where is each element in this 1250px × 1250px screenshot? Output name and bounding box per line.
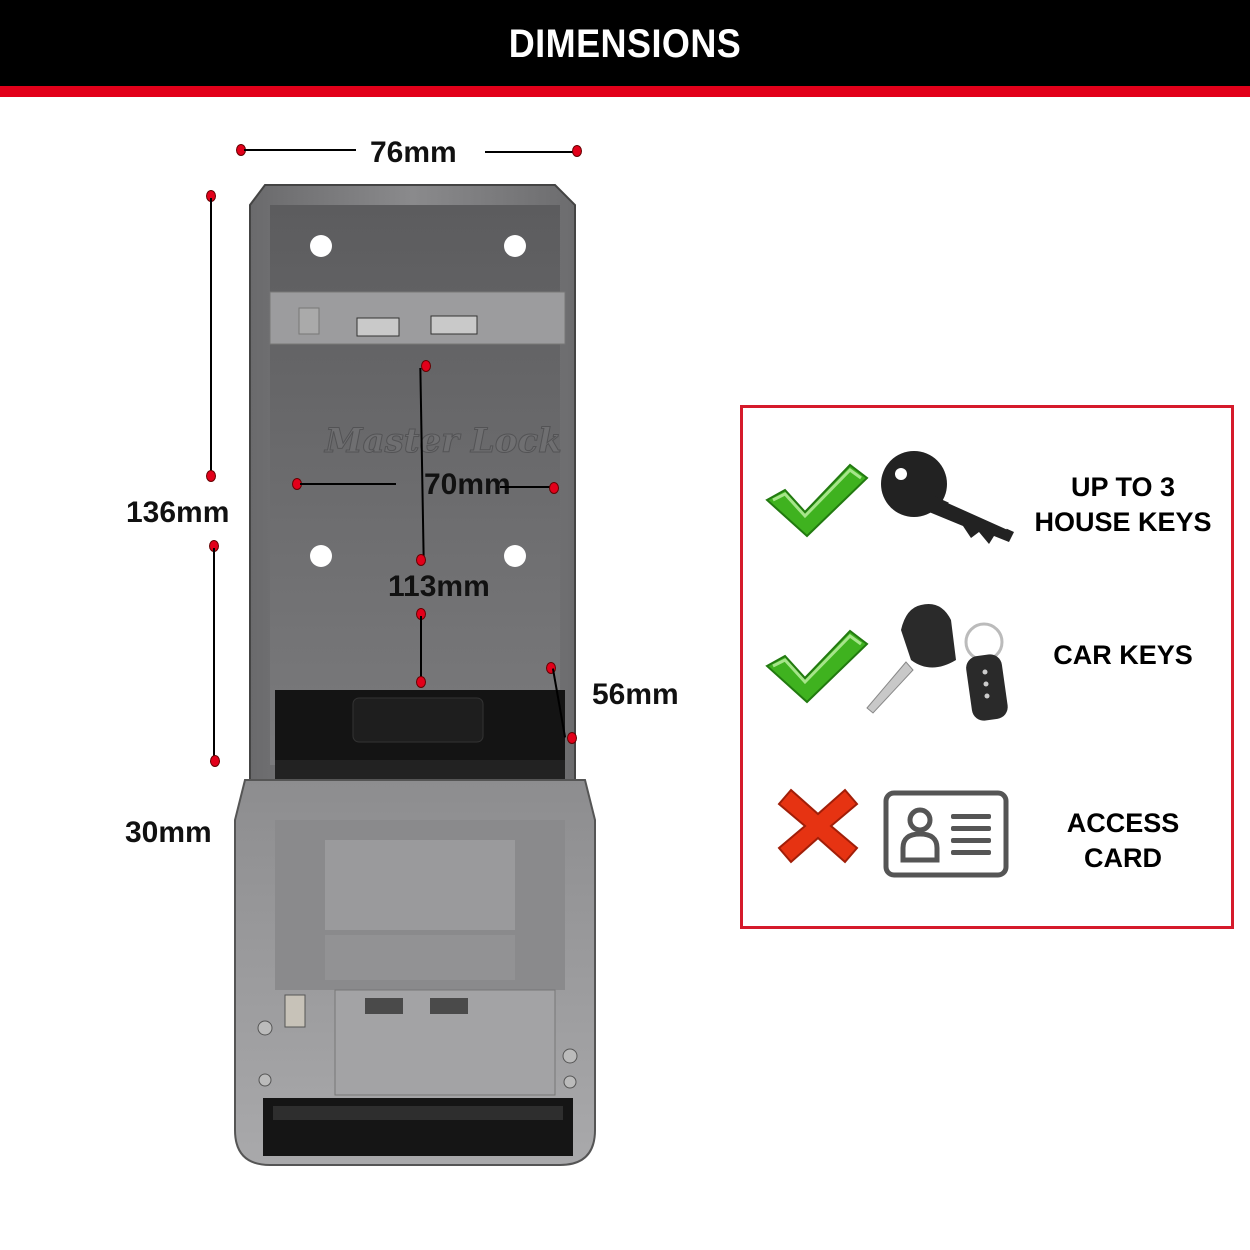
check-icon [765,629,869,704]
check-icon [765,463,869,538]
car-key-icon [866,604,1008,721]
legend-label-access-card: ACCESS CARD [1066,808,1180,873]
legend-label-house-keys: UP TO 3 HOUSE KEYS [1034,472,1212,537]
id-card-icon [883,790,1009,878]
dimension-marker [567,732,577,744]
width-outer-label: 76mm [370,136,457,169]
dimension-marker [416,554,426,566]
dimension-marker [206,470,216,482]
height-inner-label: 113mm [388,570,490,603]
house-key-icon [881,451,1014,544]
dimension-line [300,483,396,485]
page-title: DIMENSIONS [508,22,742,66]
height-outer-label: 136mm [126,496,230,529]
header-banner: DIMENSIONS [0,0,1250,86]
dimension-marker [549,482,559,494]
dimension-line [420,616,422,680]
dimension-marker [546,662,556,674]
dimension-line [500,486,550,488]
accent-bar [0,86,1250,97]
dimension-line [244,149,356,151]
svg-text:Master Lock: Master Lock [324,421,562,461]
cross-icon [777,788,859,864]
dimension-marker [416,676,426,688]
depth-inner-label: 56mm [592,678,679,711]
legend-label-car-keys: CAR KEYS [1053,640,1193,670]
dimension-line [485,151,573,153]
width-inner-label: 70mm [424,468,511,501]
dimension-line [213,548,215,758]
dimension-marker [421,360,431,372]
dimension-marker [210,755,220,767]
compatibility-legend: UP TO 3 HOUSE KEYS CAR KEYS ACCESS CARD [740,405,1234,929]
dimension-line [210,198,212,474]
key-lockbox-image: Master Lock [234,184,596,1166]
dimension-marker [572,145,582,157]
depth-outer-label: 30mm [125,816,212,849]
